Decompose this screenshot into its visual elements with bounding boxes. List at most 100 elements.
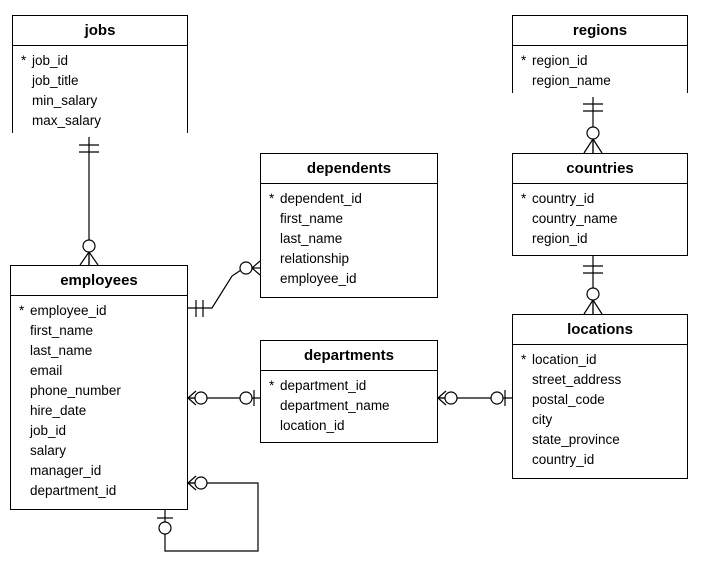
- relationship-jobs-employees: [79, 133, 99, 266]
- primary-key-icon: *: [19, 303, 25, 318]
- attribute-row[interactable]: first_name: [11, 321, 187, 341]
- entity-jobs[interactable]: jobs * job_id job_title min_salary max_salar…: [12, 15, 188, 137]
- attribute-name: department_id: [280, 378, 367, 393]
- attribute-name: dependent_id: [280, 191, 362, 206]
- attribute-list-countries: * country_id country_name region_id: [513, 184, 687, 255]
- attribute-name: location_id: [280, 418, 345, 433]
- attribute-row[interactable]: manager_id: [11, 461, 187, 481]
- attribute-name: phone_number: [30, 383, 121, 398]
- attribute-list-jobs: * job_id job_title min_salary max_salary: [13, 46, 187, 137]
- entity-departments[interactable]: departments * department_id department_nam…: [260, 340, 438, 443]
- attribute-name: max_salary: [32, 113, 102, 128]
- attribute-name: region_id: [532, 53, 588, 68]
- attribute-row-pk[interactable]: * job_id: [13, 51, 187, 71]
- attribute-row[interactable]: department_id: [11, 481, 187, 501]
- attribute-row-pk[interactable]: * region_id: [513, 51, 687, 71]
- relationship-regions-countries: [583, 93, 603, 154]
- attribute-row[interactable]: job_title: [13, 71, 187, 91]
- attribute-name: department_id: [30, 483, 117, 498]
- attribute-row-pk[interactable]: * dependent_id: [261, 189, 437, 209]
- attribute-row[interactable]: employee_id: [261, 269, 437, 289]
- entity-title-jobs: jobs: [13, 16, 187, 46]
- entity-title-dependents: dependents: [261, 154, 437, 184]
- entity-dependents[interactable]: dependents * dependent_id first_name last_n…: [260, 153, 438, 298]
- attribute-row[interactable]: country_id: [513, 450, 687, 470]
- attribute-name: employee_id: [280, 271, 357, 286]
- attribute-name: employee_id: [30, 303, 107, 318]
- attribute-row-pk[interactable]: *location_id: [513, 350, 687, 370]
- primary-key-icon: *: [269, 378, 275, 393]
- entity-title-countries: countries: [513, 154, 687, 184]
- attribute-row[interactable]: relationship: [261, 249, 437, 269]
- attribute-name: country_id: [532, 191, 595, 206]
- attribute-name: relationship: [280, 251, 350, 266]
- attribute-row[interactable]: hire_date: [11, 401, 187, 421]
- attribute-name: city: [532, 412, 553, 427]
- attribute-row[interactable]: max_salary: [13, 111, 187, 131]
- attribute-row[interactable]: phone_number: [11, 381, 187, 401]
- attribute-row[interactable]: state_province: [513, 430, 687, 450]
- attribute-row[interactable]: location_id: [261, 416, 437, 436]
- attribute-row[interactable]: job_id: [11, 421, 187, 441]
- attribute-name: last_name: [280, 231, 343, 246]
- attribute-name: region_name: [532, 73, 611, 88]
- attribute-row[interactable]: city: [513, 410, 687, 430]
- relationship-departments-locations: [437, 390, 512, 406]
- attribute-name: last_name: [30, 343, 93, 358]
- attribute-list-dependents: * dependent_id first_name last_name relation…: [261, 184, 437, 295]
- entity-countries[interactable]: countries * country_id country_name region_…: [512, 153, 688, 256]
- attribute-row[interactable]: street_address: [513, 370, 687, 390]
- attribute-row[interactable]: region_name: [513, 71, 687, 91]
- entity-title-locations: locations: [513, 315, 687, 345]
- entity-employees[interactable]: employees * employee_id first_name last_nam…: [10, 265, 188, 510]
- attribute-row-pk[interactable]: * department_id: [261, 376, 437, 396]
- attribute-name: manager_id: [30, 463, 102, 478]
- relationship-employees-dependents: [188, 260, 261, 317]
- primary-key-icon: *: [21, 53, 27, 68]
- attribute-name: min_salary: [32, 93, 98, 108]
- relationship-employees-departments: [187, 390, 260, 406]
- attribute-name: email: [30, 363, 63, 378]
- attribute-name: job_id: [32, 53, 69, 68]
- attribute-name: region_id: [532, 231, 588, 246]
- attribute-name: country_id: [532, 452, 595, 467]
- attribute-list-departments: * department_id department_name location_id: [261, 371, 437, 442]
- attribute-row-pk[interactable]: * country_id: [513, 189, 687, 209]
- entity-title-regions: regions: [513, 16, 687, 46]
- attribute-name: location_id: [532, 352, 597, 367]
- entity-title-employees: employees: [11, 266, 187, 296]
- attribute-name: hire_date: [30, 403, 87, 418]
- primary-key-icon: *: [521, 191, 527, 206]
- attribute-row-pk[interactable]: * employee_id: [11, 301, 187, 321]
- attribute-name: salary: [30, 443, 67, 458]
- attribute-name: first_name: [280, 211, 344, 226]
- attribute-row[interactable]: region_id: [513, 229, 687, 249]
- attribute-name: job_id: [30, 423, 67, 438]
- primary-key-icon: *: [269, 191, 275, 206]
- attribute-row[interactable]: min_salary: [13, 91, 187, 111]
- attribute-list-regions: * region_id region_name: [513, 46, 687, 97]
- attribute-row[interactable]: last_name: [261, 229, 437, 249]
- primary-key-icon: *: [521, 53, 527, 68]
- entity-title-departments: departments: [261, 341, 437, 371]
- entity-regions[interactable]: regions * region_id region_name: [512, 15, 688, 97]
- attribute-row[interactable]: email: [11, 361, 187, 381]
- attribute-row[interactable]: postal_code: [513, 390, 687, 410]
- attribute-row[interactable]: last_name: [11, 341, 187, 361]
- attribute-name: job_title: [32, 73, 79, 88]
- attribute-name: postal_code: [532, 392, 605, 407]
- attribute-name: first_name: [30, 323, 94, 338]
- attribute-name: street_address: [532, 372, 622, 387]
- relationship-countries-locations: [583, 256, 603, 315]
- attribute-row[interactable]: department_name: [261, 396, 437, 416]
- attribute-row[interactable]: first_name: [261, 209, 437, 229]
- attribute-name: department_name: [280, 398, 390, 413]
- attribute-name: country_name: [532, 211, 618, 226]
- attribute-row[interactable]: salary: [11, 441, 187, 461]
- attribute-row[interactable]: country_name: [513, 209, 687, 229]
- attribute-name: state_province: [532, 432, 620, 447]
